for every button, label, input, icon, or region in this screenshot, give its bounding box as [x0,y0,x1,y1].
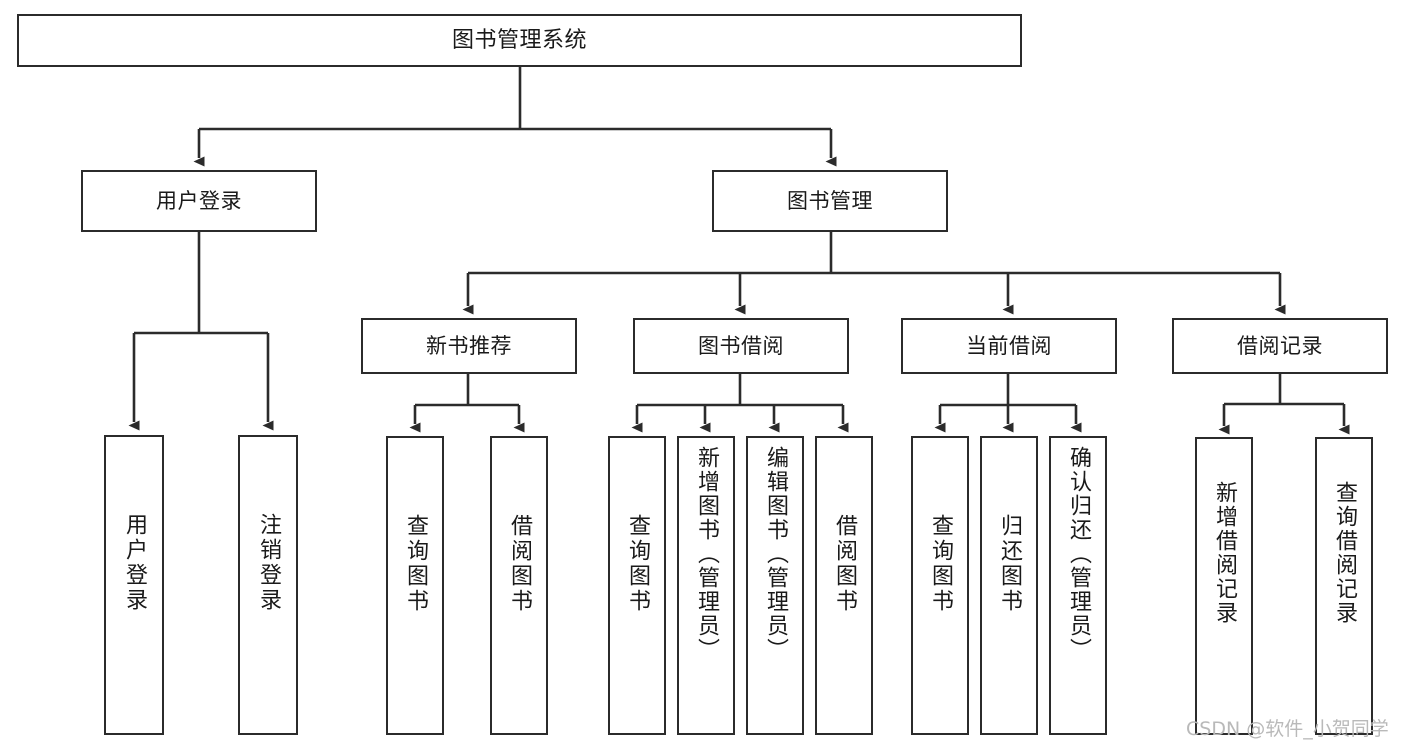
node-label: 新增图书（管理员） [694,446,719,662]
node-label: 当前借阅 [966,333,1052,358]
node-leaf-query-book-1[interactable]: 查询图书 [386,436,444,735]
node-label: 查询图书 [403,514,428,614]
node-label: 借阅记录 [1237,333,1323,358]
node-label: 用户登录 [156,188,242,213]
node-book-borrow[interactable]: 图书借阅 [633,318,849,374]
node-label: 注销登录 [256,513,281,613]
node-leaf-edit-book[interactable]: 编辑图书（管理员） [746,436,804,735]
node-book-manage[interactable]: 图书管理 [712,170,948,232]
node-label: 确认归还（管理员） [1066,446,1091,662]
node-leaf-query-book-2[interactable]: 查询图书 [608,436,666,735]
node-user-login[interactable]: 用户登录 [81,170,317,232]
node-label: 图书管理 [787,188,873,213]
node-leaf-query-book-3[interactable]: 查询图书 [911,436,969,735]
node-label: 查询图书 [625,514,650,614]
node-label: 编辑图书（管理员） [763,446,788,662]
node-label: 借阅图书 [507,514,532,614]
node-label: 图书借阅 [698,333,784,358]
node-label: 新书推荐 [426,333,512,358]
node-new-book-recommend[interactable]: 新书推荐 [361,318,577,374]
node-label: 查询图书 [928,514,953,614]
node-borrow-record[interactable]: 借阅记录 [1172,318,1388,374]
node-leaf-logout-login[interactable]: 注销登录 [238,435,298,735]
node-leaf-add-book[interactable]: 新增图书（管理员） [677,436,735,735]
node-label: 查询借阅记录 [1332,481,1357,625]
node-current-borrow[interactable]: 当前借阅 [901,318,1117,374]
node-leaf-confirm-return[interactable]: 确认归还（管理员） [1049,436,1107,735]
node-leaf-user-login[interactable]: 用户登录 [104,435,164,735]
csdn-watermark: CSDN @软件_小贺同学 [1186,718,1389,740]
node-label: 借阅图书 [832,514,857,614]
node-label: 归还图书 [997,514,1022,614]
node-root-book-management-system[interactable]: 图书管理系统 [17,14,1022,67]
node-leaf-query-record[interactable]: 查询借阅记录 [1315,437,1373,735]
node-leaf-borrow-book-1[interactable]: 借阅图书 [490,436,548,735]
node-label: 用户登录 [122,513,147,613]
node-label: 图书管理系统 [451,27,587,53]
node-label: 新增借阅记录 [1212,481,1237,625]
node-leaf-borrow-book-2[interactable]: 借阅图书 [815,436,873,735]
node-leaf-return-book[interactable]: 归还图书 [980,436,1038,735]
node-leaf-add-record[interactable]: 新增借阅记录 [1195,437,1253,735]
